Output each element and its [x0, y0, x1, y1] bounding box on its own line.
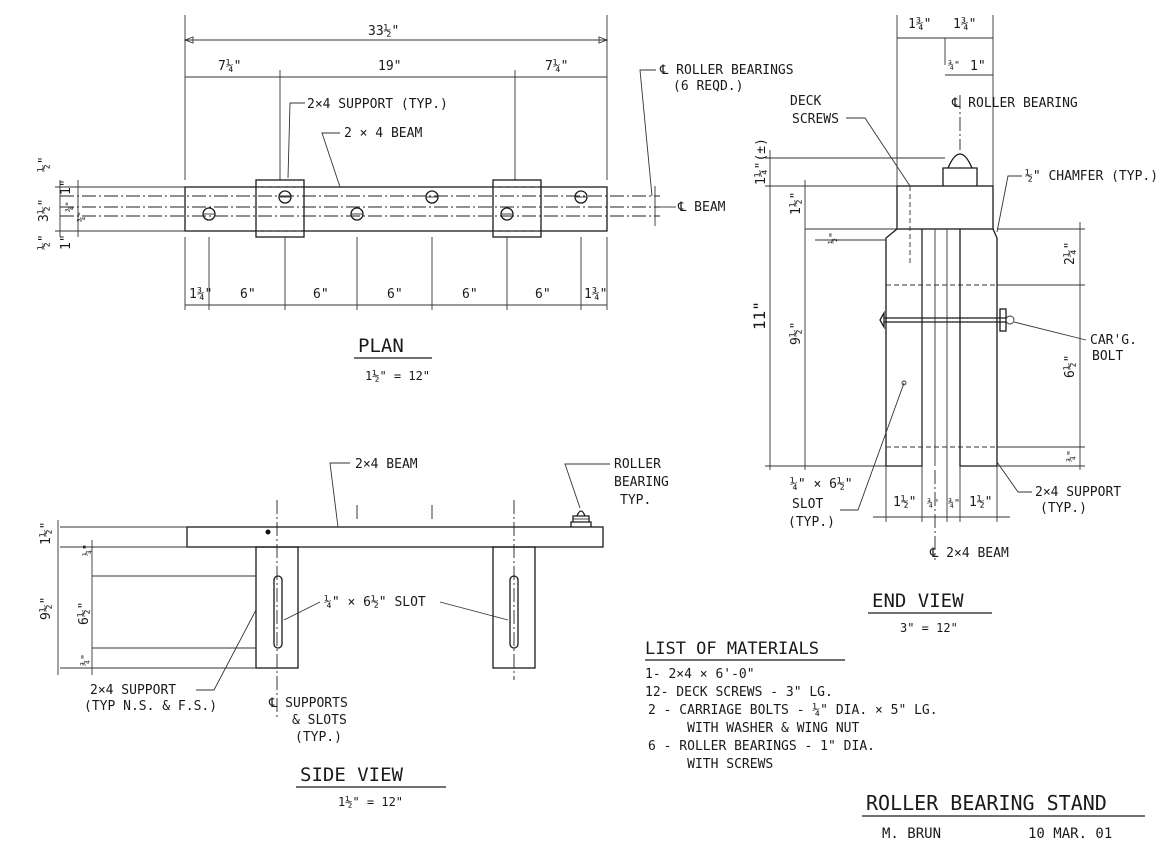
material-line-2: 12- DECK SCREWS - 3" LG. [645, 685, 833, 700]
end-slot-label-2: SLOT [792, 497, 823, 512]
plan-left-dim-4: 1" [59, 179, 74, 195]
end-scale: 3" = 12" [900, 621, 958, 635]
end-left-dim-5: 9½" [789, 322, 804, 345]
plan-support-right [492, 179, 542, 238]
end-bottom-dim-2: ¾" [927, 497, 939, 509]
plan-left-dim-7: 1" [59, 234, 74, 250]
plan-roller-label-2: (6 REQD.) [673, 79, 743, 94]
plan-seg-left: 7¼" [218, 59, 241, 74]
side-cl-label-3: (TYP.) [295, 730, 342, 745]
plan-spacing-5: 6" [462, 287, 478, 302]
end-top-dim-3: ¾" [948, 59, 960, 71]
side-slot-label: ¼" × 6½" SLOT [324, 595, 426, 610]
end-roller-label: ℄ ROLLER BEARING [951, 96, 1078, 111]
end-support-right [959, 228, 998, 467]
plan-roller-label-1: ℄ ROLLER BEARINGS [659, 63, 794, 78]
side-support-label-1: 2×4 SUPPORT [90, 683, 176, 698]
material-line-4: WITH WASHER & WING NUT [648, 721, 859, 736]
end-support-left [885, 228, 923, 467]
side-beam [186, 526, 604, 548]
side-left-dim-5: ¾" [79, 654, 91, 666]
end-deck-label-1: DECK [790, 94, 821, 109]
end-bottom-dim-3: ¾" [948, 497, 960, 509]
end-title: END VIEW [872, 590, 964, 612]
side-slot-left [273, 575, 283, 649]
end-slot-label-3: (TYP.) [788, 515, 835, 530]
plan-beam-label: 2 × 4 BEAM [344, 126, 422, 141]
side-left-dim-1: 1½" [39, 522, 54, 545]
plan-view: 33½" 7¼" 19" 7¼" [37, 15, 794, 383]
end-roller-bearing [942, 153, 978, 186]
plan-scale: 1½" = 12" [365, 369, 430, 383]
side-beam-label: 2×4 BEAM [355, 457, 418, 472]
side-roller-label-3: TYP. [620, 493, 651, 508]
plan-left-dim-5: ¾" [65, 201, 75, 212]
plan-seg-mid: 19" [378, 59, 401, 74]
end-bottom-dim-4: 1½" [969, 495, 992, 510]
plan-roller-bearings [202, 190, 588, 221]
end-right-dim-1: 2¼" [1063, 242, 1078, 265]
side-scale: 1½" = 12" [338, 795, 403, 809]
end-left-dim-4: 11" [750, 301, 769, 330]
plan-support-left [255, 179, 305, 238]
side-support-label-2: (TYP N.S. & F.S.) [84, 699, 217, 714]
end-beam [896, 185, 994, 230]
materials-heading: LIST OF MATERIALS [645, 639, 819, 659]
side-title: SIDE VIEW [300, 764, 404, 786]
plan-beam [184, 186, 608, 232]
plan-spacing-4: 6" [387, 287, 403, 302]
end-bolt-label-1: CAR'G. [1090, 333, 1137, 348]
end-beam-cl-label: ℄ 2×4 BEAM [929, 546, 1009, 561]
end-top-dim-2: 1¾" [953, 17, 976, 32]
side-left-dim-4: 6½" [77, 602, 92, 625]
end-support-label-2: (TYP.) [1040, 501, 1087, 516]
end-slot-label-1: ¼" × 6½" [790, 477, 853, 492]
end-deck-label-2: SCREWS [792, 112, 839, 127]
end-bottom-dim-1: 1½" [893, 495, 916, 510]
material-line-6: WITH SCREWS [648, 757, 773, 772]
plan-beam-cl-label: ℄ BEAM [677, 200, 726, 215]
plan-left-dim-1: ½" [37, 156, 52, 172]
drawing-title: ROLLER BEARING STAND [866, 791, 1107, 815]
drawing-author: M. BRUN [882, 826, 941, 842]
drawing-date: 10 MAR. 01 [1028, 826, 1112, 842]
end-left-dim-1: 1¼"(±) [754, 138, 769, 185]
plan-left-dim-3: ½" [37, 234, 52, 250]
side-roller-label-1: ROLLER [614, 457, 661, 472]
plan-seg-right: 7¼" [545, 59, 568, 74]
end-top-dim-1: 1¾" [908, 17, 931, 32]
plan-left-dim-2: 3½" [37, 199, 52, 222]
materials-list: LIST OF MATERIALS 1- 2×4 × 6'-0" 12- DEC… [645, 639, 938, 772]
title-block: ROLLER BEARING STAND M. BRUN 10 MAR. 01 [862, 791, 1145, 842]
side-left-dim-3: 9½" [39, 597, 54, 620]
end-left-dim-2: 1½" [789, 192, 804, 215]
end-chamfer-label: ½" CHAMFER (TYP.) [1025, 169, 1158, 184]
material-line-3: 2 - CARRIAGE BOLTS - ¼" DIA. × 5" LG. [648, 703, 938, 718]
end-right-dim-3: ¾" [1065, 450, 1077, 462]
plan-title: PLAN [358, 335, 404, 357]
side-view: 1½" ¼" 9½" 6½" ¾" 2×4 BEAM ROLLER BEARIN… [39, 457, 669, 809]
end-bolt-label-2: BOLT [1092, 349, 1123, 364]
plan-support-label: 2×4 SUPPORT (TYP.) [307, 97, 448, 112]
end-top-dim-4: 1" [970, 59, 986, 74]
plan-spacing-3: 6" [313, 287, 329, 302]
material-line-5: 6 - ROLLER BEARINGS - 1" DIA. [648, 739, 875, 754]
side-left-dim-2: ¼" [81, 544, 93, 556]
end-view: 1¾" 1¾" ¾" 1" ℄ ROLLER BEARING [750, 15, 1158, 635]
end-support-label-1: 2×4 SUPPORT [1035, 485, 1121, 500]
plan-spacing-1: 1¾" [189, 287, 212, 302]
plan-left-dim-6: ¾" [77, 211, 87, 222]
plan-spacing-2: 6" [240, 287, 256, 302]
side-cl-label-2: & SLOTS [292, 713, 347, 728]
plan-spacing-6: 6" [535, 287, 551, 302]
side-cl-label-1: ℄ SUPPORTS [268, 696, 348, 711]
material-line-1: 1- 2×4 × 6'-0" [645, 667, 755, 682]
plan-spacing-7: 1¾" [584, 287, 607, 302]
plan-overall-dim: 33½" [368, 24, 399, 39]
end-right-dim-2: 6½" [1063, 355, 1078, 378]
end-left-dim-3: ½" [827, 232, 839, 244]
side-roller-label-2: BEARING [614, 475, 669, 490]
